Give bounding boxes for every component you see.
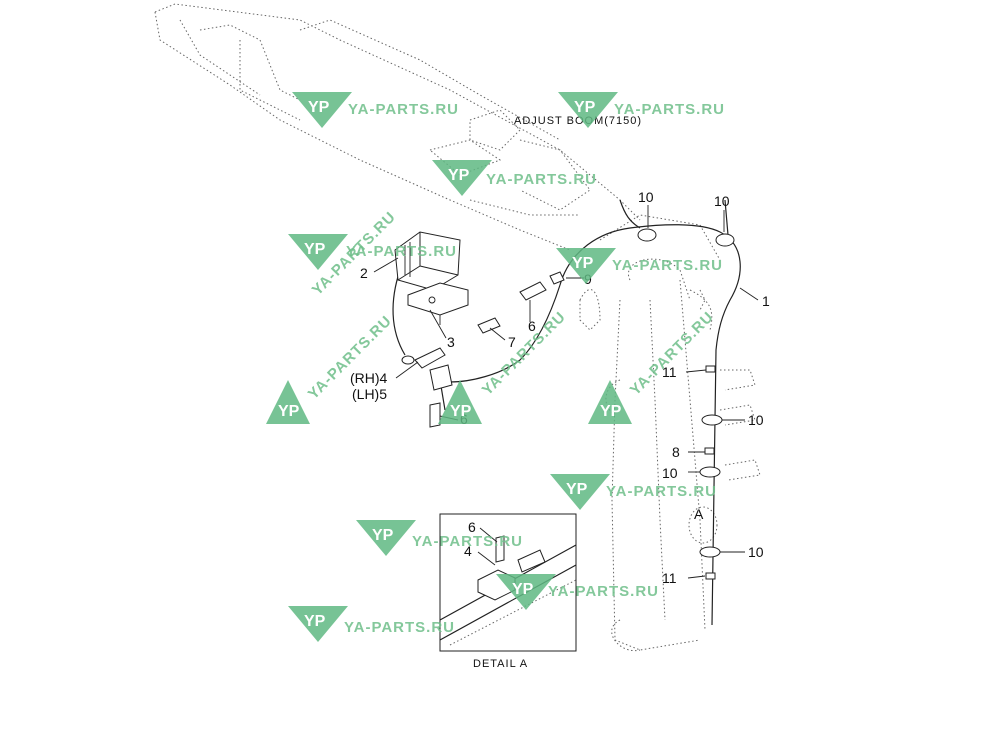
svg-text:YP: YP [600, 403, 622, 420]
label-4-detail: 4 [464, 543, 472, 559]
bolts [429, 271, 565, 428]
label-11a: 11 [662, 364, 677, 380]
svg-text:YA-PARTS.RU: YA-PARTS.RU [627, 308, 718, 399]
svg-text:YP: YP [372, 527, 394, 544]
svg-text:YA-PARTS.RU: YA-PARTS.RU [346, 243, 457, 260]
watermark-12: YA-PARTS.RU [627, 308, 718, 399]
watermark-4: YP YA-PARTS.RU [288, 234, 457, 270]
part-labels: 1 2 3 (RH)4 (LH)5 6 6 7 9 10 10 11 10 8 … [350, 189, 770, 586]
hose-clamps [637, 228, 735, 580]
label-6c: 6 [468, 519, 476, 535]
caption-adjust-boom: ADJUST BOOM(7150) [514, 115, 642, 127]
watermark-13: YP YA-PARTS.RU [550, 474, 717, 510]
svg-text:YP: YP [304, 241, 326, 258]
lamp-bracket [407, 282, 469, 325]
svg-text:YP: YP [566, 481, 588, 498]
svg-text:YA-PARTS.RU: YA-PARTS.RU [548, 583, 659, 600]
label-1: 1 [762, 293, 770, 309]
label-10c: 10 [748, 412, 764, 428]
label-5-lh: (LH)5 [352, 386, 387, 402]
label-11b: 11 [662, 570, 677, 586]
svg-text:YA-PARTS.RU: YA-PARTS.RU [348, 101, 459, 118]
boom-outline-upper [154, 3, 641, 251]
work-lamp [394, 231, 461, 291]
arm-outline [579, 214, 761, 652]
svg-text:YP: YP [304, 613, 326, 630]
watermark-1: YP YA-PARTS.RU [292, 92, 459, 128]
watermark-5: YP YA-PARTS.RU [556, 248, 723, 284]
label-10e: 10 [748, 544, 764, 560]
watermark-11: YP [588, 380, 632, 424]
svg-text:YP: YP [278, 403, 300, 420]
label-2: 2 [360, 265, 368, 281]
watermark-15: YP YA-PARTS.RU [496, 574, 659, 610]
watermark-7: YP [266, 380, 310, 424]
clamp-bracket [401, 347, 453, 391]
svg-text:YP: YP [574, 99, 596, 116]
watermark-14: YP YA-PARTS.RU [356, 520, 523, 556]
label-a: A [694, 506, 704, 522]
label-8: 8 [672, 444, 680, 460]
label-4-rh: (RH)4 [350, 370, 388, 386]
svg-text:YP: YP [308, 99, 330, 116]
svg-text:YA-PARTS.RU: YA-PARTS.RU [612, 257, 723, 274]
watermark-9: YP [438, 380, 482, 424]
svg-text:YP: YP [572, 255, 594, 272]
svg-text:YA-PARTS.RU: YA-PARTS.RU [606, 483, 717, 500]
svg-text:YA-PARTS.RU: YA-PARTS.RU [344, 619, 455, 636]
label-7: 7 [508, 334, 516, 350]
label-3: 3 [447, 334, 455, 350]
watermark-2: YP YA-PARTS.RU [558, 92, 725, 128]
label-10a: 10 [638, 189, 654, 205]
caption-detail-a: DETAIL A [473, 658, 528, 670]
label-10b: 10 [714, 193, 730, 209]
svg-text:YP: YP [450, 403, 472, 420]
label-6b: 6 [528, 318, 536, 334]
watermark-16: YP YA-PARTS.RU [288, 606, 455, 642]
svg-text:YP: YP [448, 167, 470, 184]
svg-text:YA-PARTS.RU: YA-PARTS.RU [614, 101, 725, 118]
label-10d: 10 [662, 465, 678, 481]
svg-text:YP: YP [512, 581, 534, 598]
watermark-3: YP YA-PARTS.RU [432, 160, 597, 196]
svg-text:YA-PARTS.RU: YA-PARTS.RU [486, 171, 597, 188]
svg-text:YA-PARTS.RU: YA-PARTS.RU [412, 533, 523, 550]
